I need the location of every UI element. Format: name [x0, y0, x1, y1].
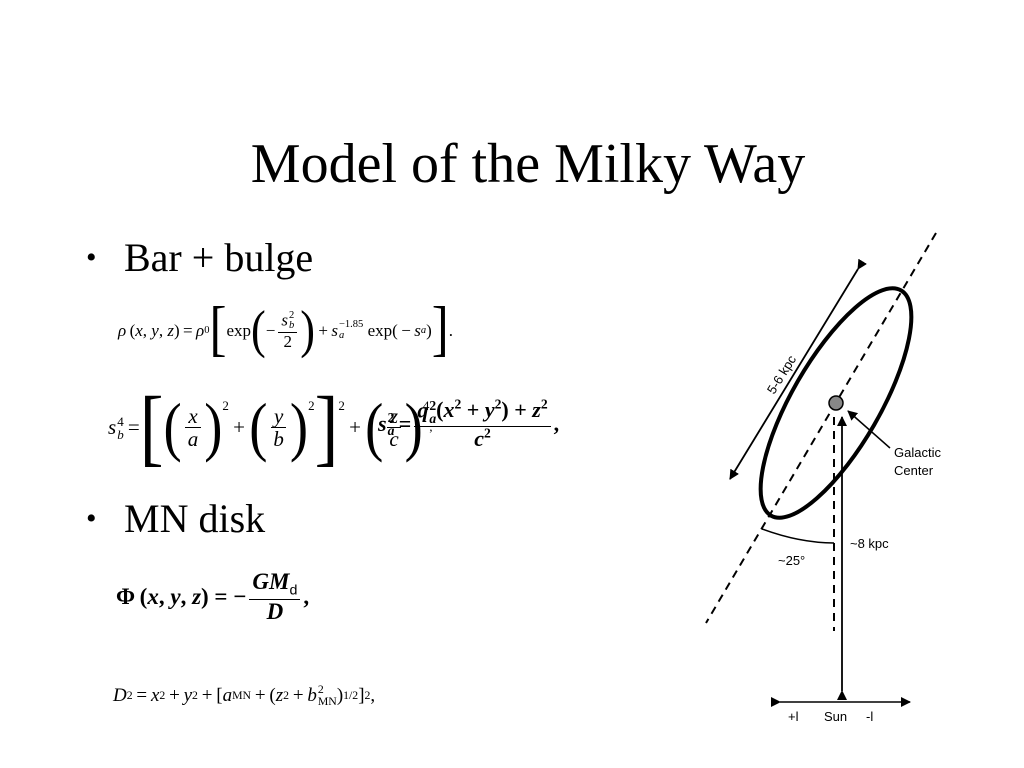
bullet-label: Bar + bulge: [124, 235, 314, 280]
bullet-bar-bulge: • Bar + bulge: [86, 234, 313, 282]
galactic-center-dot: [828, 395, 844, 411]
bullet-dot-icon: •: [86, 502, 97, 535]
bullet-label: MN disk: [124, 496, 266, 541]
minus-l-label: -l: [866, 709, 873, 724]
bar-length-arrow: [729, 258, 867, 480]
bullet-mn-disk: • MN disk: [86, 495, 265, 543]
angle-arc: [761, 528, 835, 544]
bar-exponent: −1.85: [338, 318, 364, 330]
distance-label: ~8 kpc: [850, 536, 889, 551]
slide-title: Model of the Milky Way: [250, 133, 806, 195]
bullet-dot-icon: •: [86, 241, 97, 274]
milky-way-bar-diagram: 5-6 kpc Galactic Center ~8 kpc ~25° +l S…: [705, 232, 941, 724]
galactic-center-pointer: [847, 410, 891, 449]
sun-label: Sun: [824, 709, 847, 724]
galactic-center-label: Galactic: [894, 445, 941, 460]
plus-l-label: +l: [788, 709, 799, 724]
galactic-center-label-2: Center: [894, 463, 934, 478]
angle-label: ~25°: [778, 553, 805, 568]
